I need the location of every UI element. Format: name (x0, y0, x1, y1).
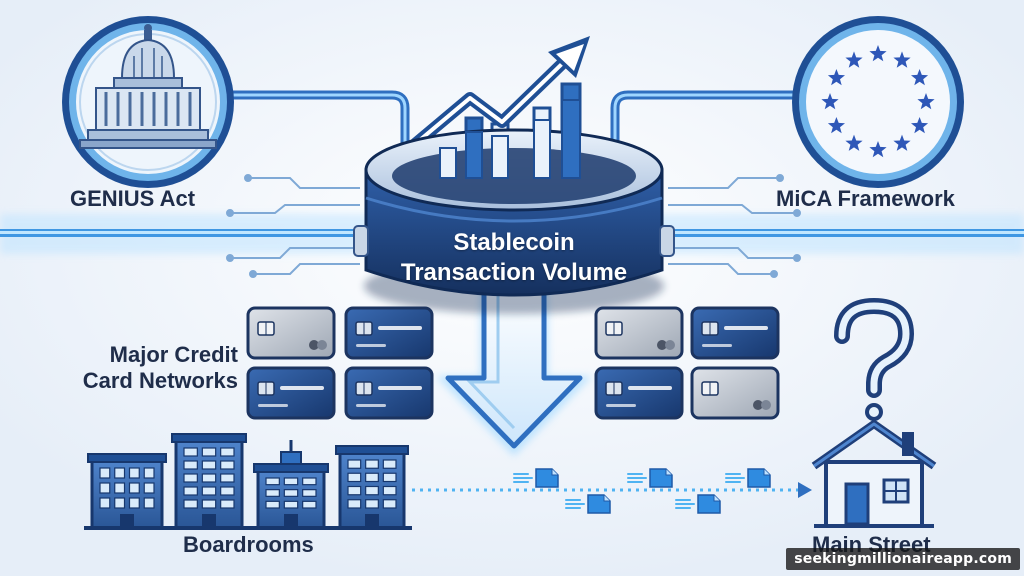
card-networks-label-line2: Card Networks (82, 368, 238, 393)
circuit-traces-right (668, 174, 801, 278)
eu-star-icon (827, 69, 845, 86)
credit-card-icon-group (246, 306, 780, 420)
eu-star-icon (821, 93, 839, 110)
eu-star-icon (917, 93, 935, 110)
card-networks-label-line1: Major Credit (109, 342, 238, 367)
office-building-icon-group (84, 433, 412, 530)
data-packet-icon (627, 468, 673, 488)
center-label-line2: Transaction Volume (400, 259, 628, 286)
pipe-right (610, 90, 815, 155)
boardrooms-label: Boardrooms (183, 532, 314, 557)
credit-card-icon (344, 366, 434, 420)
credit-card-icon (594, 366, 684, 420)
center-label-line1: Stablecoin (453, 229, 575, 256)
stablecoin-ring-icon (353, 99, 675, 314)
credit-card-icon (690, 366, 780, 420)
data-packet-icon (565, 494, 611, 514)
eu-star-icon (845, 51, 863, 68)
credit-card-icon (344, 306, 434, 360)
data-packet-icon (675, 494, 721, 514)
eu-star-icon (827, 117, 845, 134)
data-packet-icon (513, 468, 559, 488)
data-packet-icon (725, 468, 771, 488)
question-mark-icon (834, 297, 915, 421)
credit-card-icon (690, 306, 780, 360)
ground-line (84, 526, 412, 530)
pipe-left (217, 90, 410, 155)
mica-framework-label: MiCA Framework (776, 186, 955, 211)
card-networks-label: Major Credit Card Networks (70, 342, 238, 394)
office-building-icon (171, 433, 247, 530)
office-building-icon (87, 453, 167, 530)
credit-card-icon (246, 306, 336, 360)
eu-star-icon (869, 45, 887, 62)
capitol-building-icon (62, 16, 234, 188)
eu-star-icon (845, 134, 863, 151)
eu-star-icon (911, 69, 929, 86)
eu-star-icon (911, 117, 929, 134)
office-building-icon (335, 445, 409, 530)
eu-star-icon (893, 134, 911, 151)
eu-star-icon (869, 141, 887, 158)
watermark: seekingmillionaireapp.com (786, 548, 1020, 570)
house-icon (811, 420, 937, 528)
credit-card-icon (594, 306, 684, 360)
eu-stars-icon (792, 16, 964, 188)
credit-card-icon (246, 366, 336, 420)
flow-line (412, 482, 812, 498)
circuit-traces-left (226, 174, 360, 278)
center-label: Stablecoin Transaction Volume (372, 228, 656, 288)
data-packet-group (513, 468, 771, 514)
eu-star-icon (893, 51, 911, 68)
genius-act-label: GENIUS Act (70, 186, 196, 211)
